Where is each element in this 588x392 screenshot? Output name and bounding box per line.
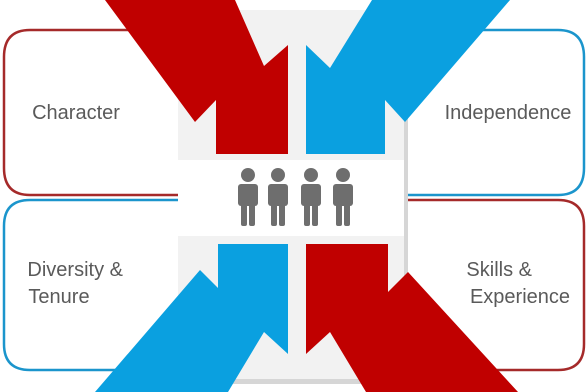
- quadrant-top-left-label: Character: [32, 102, 120, 124]
- center-band: [178, 160, 404, 236]
- quadrant-bottom-right-line-1: Skills &: [466, 259, 532, 281]
- person-icon: [238, 168, 258, 226]
- person-icon: [301, 168, 321, 226]
- quadrant-bottom-left-label: Diversity & Tenure: [27, 259, 128, 308]
- quadrant-bottom-right-label: Skills & Experience: [466, 259, 570, 308]
- quadrant-top-right-label: Independence: [445, 102, 572, 124]
- quadrant-bottom-left-line-2: Tenure: [28, 286, 89, 308]
- quadrant-bottom-right-line-2: Experience: [470, 286, 570, 308]
- quadrant-top-right-line-1: Independence: [445, 102, 572, 124]
- person-icon: [333, 168, 353, 226]
- arrow-bottom-right: [306, 244, 518, 392]
- arrow-top-left: [105, 0, 288, 154]
- arrow-top-right: [306, 0, 510, 154]
- quadrant-top-left-line-1: Character: [32, 102, 120, 124]
- quadrant-bottom-left-line-1: Diversity &: [27, 259, 123, 281]
- group-of-people-icon: [238, 168, 353, 226]
- quadrant-top-left: Character: [2, 28, 202, 197]
- quadrant-top-left-box: [2, 28, 202, 197]
- person-icon: [268, 168, 288, 226]
- arrow-bottom-left: [95, 244, 288, 392]
